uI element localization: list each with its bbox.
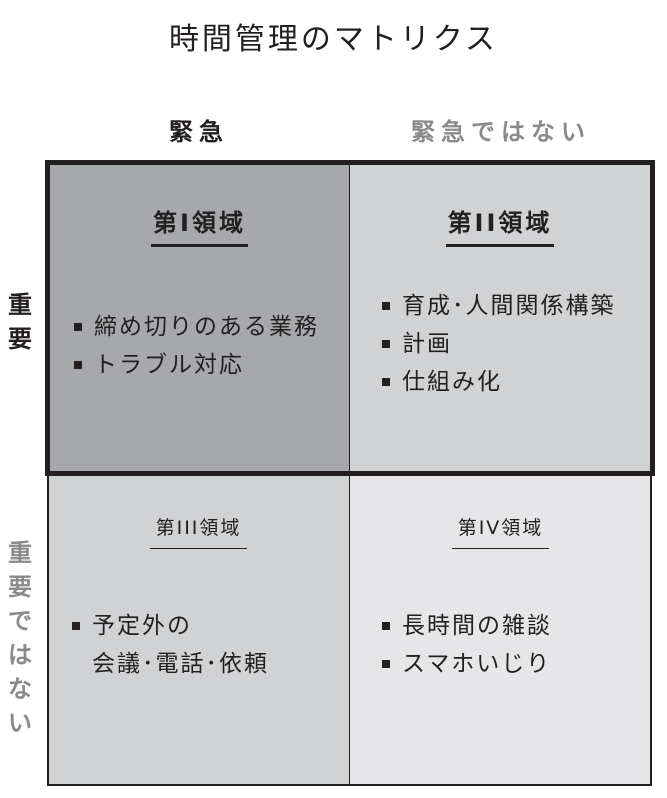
column-header-not-urgent: 緊急ではない xyxy=(411,118,591,146)
quadrant-3: 第III領域 予定外の 会議･電話･依頼 xyxy=(48,475,349,785)
quadrant-title: 第II領域 xyxy=(350,203,650,247)
quadrant-item-list: 育成･人間関係構築 計画 仕組み化 xyxy=(380,287,616,401)
row-header-char: 要 xyxy=(8,325,32,353)
quadrant-title: 第III領域 xyxy=(48,513,349,549)
quadrant-title: 第I領域 xyxy=(50,203,349,247)
list-item: 締め切りのある業務 xyxy=(72,308,319,346)
quadrant-item-list: 長時間の雑談 スマホいじり xyxy=(380,607,552,683)
row-header-char: は xyxy=(8,641,32,669)
row-header-char: な xyxy=(8,675,32,703)
list-item: 予定外の 会議･電話･依頼 xyxy=(70,607,269,683)
quadrant-1: 第I領域 締め切りのある業務 トラブル対応 xyxy=(50,165,349,471)
row-header-char: 重 xyxy=(8,291,32,319)
row-header-char: い xyxy=(8,709,32,737)
column-header-urgent: 緊急 xyxy=(169,118,229,146)
quadrant-item-list: 予定外の 会議･電話･依頼 xyxy=(70,607,269,683)
quadrant-4: 第IV領域 長時間の雑談 スマホいじり xyxy=(350,475,651,785)
row-header-not-important: 重 要 で は な い xyxy=(4,536,36,740)
list-item: 仕組み化 xyxy=(380,363,616,401)
row-header-important: 重 要 xyxy=(4,288,36,356)
grid-border-bottom xyxy=(47,474,652,786)
diagram-title: 時間管理のマトリクス xyxy=(168,22,499,57)
list-item: トラブル対応 xyxy=(72,346,319,384)
grid-divider-top xyxy=(349,163,350,473)
grid-divider-bottom xyxy=(349,475,350,785)
list-item-line: 会議･電話･依頼 xyxy=(92,651,269,677)
list-item: 長時間の雑談 xyxy=(380,607,552,645)
list-item: 計画 xyxy=(380,325,616,363)
quadrant-2: 第II領域 育成･人間関係構築 計画 仕組み化 xyxy=(350,165,650,471)
important-row-highlight-border xyxy=(45,160,655,476)
quadrant-item-list: 締め切りのある業務 トラブル対応 xyxy=(72,308,319,384)
list-item-line: 予定外の xyxy=(92,613,192,639)
quadrant-title: 第IV領域 xyxy=(350,513,651,549)
row-header-char: 要 xyxy=(8,573,32,601)
list-item: 育成･人間関係構築 xyxy=(380,287,616,325)
list-item: スマホいじり xyxy=(380,645,552,683)
row-header-char: で xyxy=(8,607,32,635)
row-header-char: 重 xyxy=(8,539,32,567)
